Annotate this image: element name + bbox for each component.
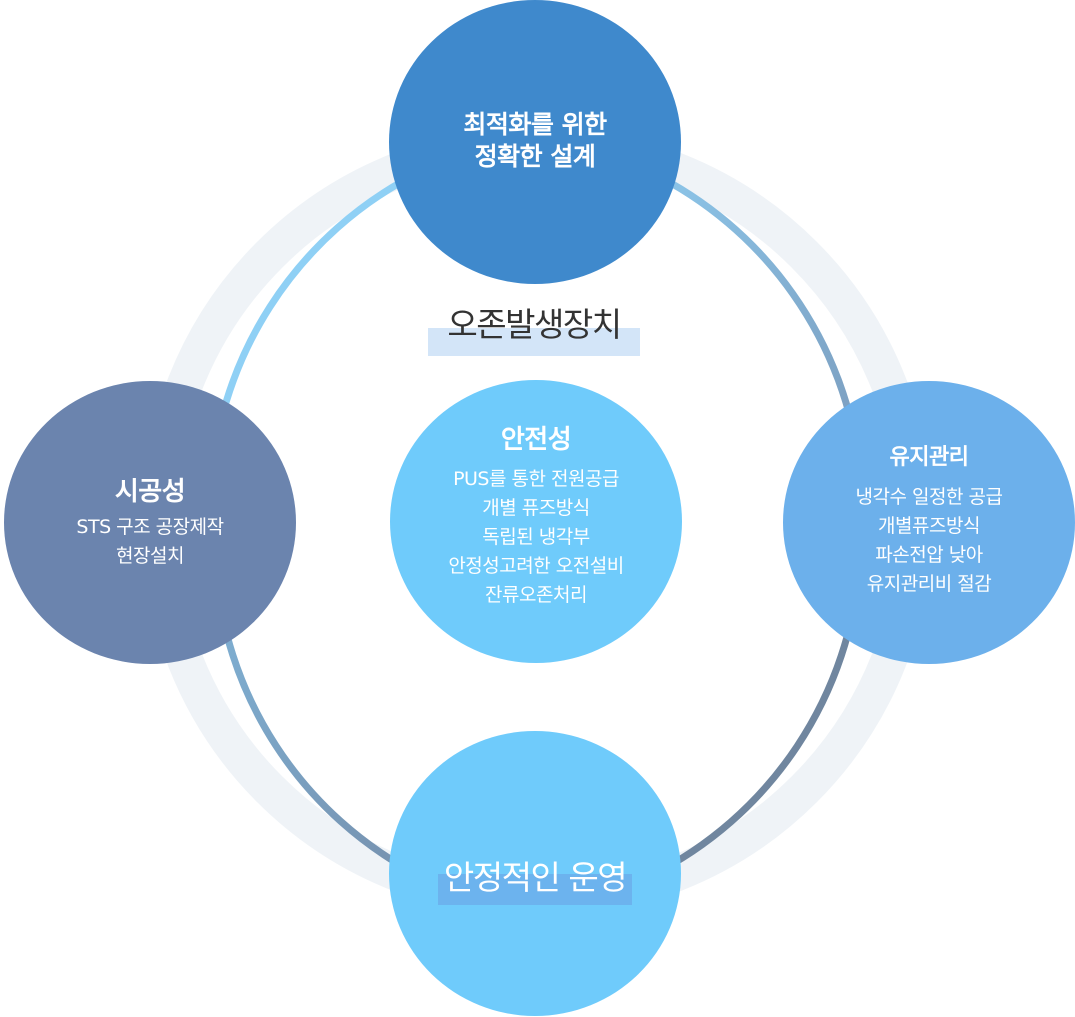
- node-stable-operation-label-wrap: 안정적인 운영: [437, 850, 633, 905]
- node-constructability-title: 시공성: [114, 476, 186, 507]
- node-optimal-design-title-line-2: 정확한 설계: [474, 142, 596, 171]
- node-maintenance-line-1: 냉각수 일정한 공급: [855, 485, 1003, 508]
- node-safety-line-4: 안정성고려한 오전설비: [448, 555, 624, 577]
- node-stable-operation-label: 안정적인 운영: [437, 857, 633, 905]
- node-maintenance-line-2: 개별퓨즈방식: [878, 514, 980, 537]
- node-maintenance-line-3: 파손전압 낮아: [875, 543, 983, 566]
- node-stable-operation-title: 안정적인 운영: [443, 857, 628, 897]
- node-safety-title: 안전성: [500, 425, 572, 455]
- node-maintenance: 유지관리 냉각수 일정한 공급 개별퓨즈방식 파손전압 낮아 유지관리비 절감: [783, 381, 1075, 664]
- diagram-title-text: 오존발생장치: [447, 305, 622, 344]
- node-safety-line-2: 개별 퓨즈방식: [482, 497, 590, 519]
- node-safety: 안전성 PUS를 통한 전원공급 개별 퓨즈방식 독립된 냉각부 안정성고려한 …: [390, 380, 682, 663]
- node-maintenance-line-4: 유지관리비 절감: [866, 572, 992, 595]
- node-safety-line-3: 독립된 냉각부: [482, 526, 590, 548]
- node-stable-operation: 안정적인 운영: [389, 731, 681, 1016]
- node-safety-line-5: 잔류오존처리: [485, 584, 587, 606]
- node-constructability-line-2: 현장설치: [116, 544, 184, 567]
- node-constructability-line-1: STS 구조 공장제작: [76, 515, 224, 538]
- node-optimal-design: 최적화를 위한 정확한 설계: [389, 0, 681, 284]
- node-constructability: 시공성 STS 구조 공장제작 현장설치: [4, 381, 296, 664]
- node-safety-line-1: PUS를 통한 전원공급: [453, 468, 619, 490]
- diagram-title-highlight: [428, 328, 640, 356]
- diagram-title: 오존발생장치: [428, 300, 640, 356]
- node-maintenance-title: 유지관리: [889, 444, 969, 470]
- node-optimal-design-title-line-1: 최적화를 위한: [463, 110, 607, 139]
